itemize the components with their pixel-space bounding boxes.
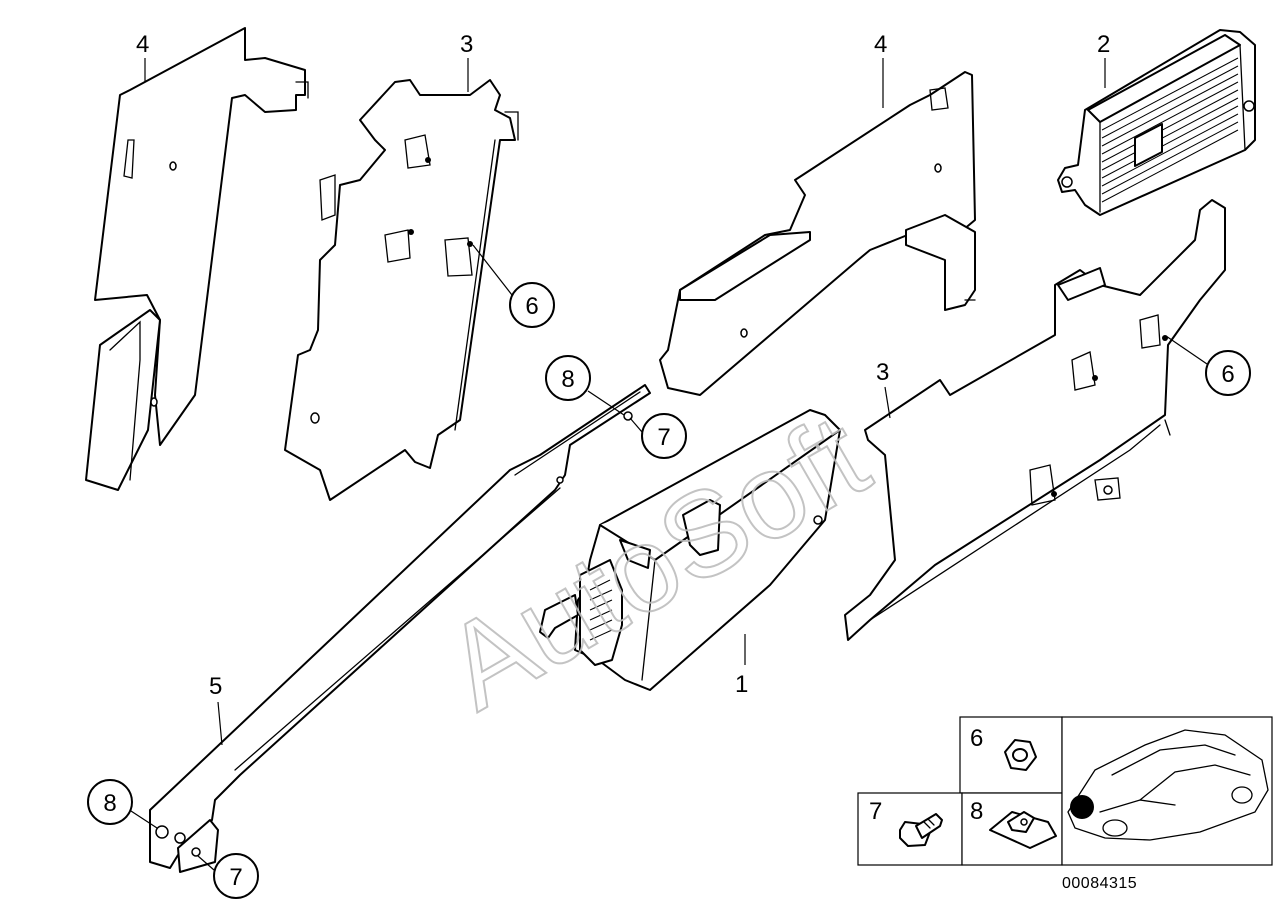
reference-number: 00084315 xyxy=(1062,875,1137,892)
callout-bracket-right: 3 xyxy=(876,359,889,386)
legend-nut-number: 6 xyxy=(970,725,983,752)
legend-screw-number: 7 xyxy=(869,798,882,825)
bracket-middle-part xyxy=(284,79,519,501)
bracket-top-right-part xyxy=(659,71,976,396)
vehicle-location-icon xyxy=(1067,729,1269,841)
callout-bracket-top-right: 4 xyxy=(874,31,887,58)
strut-part xyxy=(149,384,651,873)
control-unit-part xyxy=(539,409,841,691)
legend-table: 6 7 8 xyxy=(857,716,1273,866)
callout-circle-nut-left xyxy=(509,282,555,328)
callout-bracket-left: 4 xyxy=(136,31,149,58)
callout-circle-screw-top xyxy=(641,413,687,459)
legend-clip-number: 8 xyxy=(970,798,983,825)
hex-nut-icon xyxy=(1004,739,1037,771)
callout-screw-bottom: 7 xyxy=(229,864,242,891)
callout-circle-nut-right xyxy=(1205,350,1251,396)
callout-bracket-middle: 3 xyxy=(460,31,473,58)
screw-icon xyxy=(899,813,943,847)
callout-circle-screw-bottom xyxy=(213,853,259,899)
callout-nut-left: 6 xyxy=(525,293,538,320)
bracket-right-part xyxy=(844,199,1226,641)
callout-screw-top: 7 xyxy=(657,424,670,451)
callout-circle-clip-bottom xyxy=(87,779,133,825)
callout-strut: 5 xyxy=(209,673,222,700)
clip-nut-icon xyxy=(989,811,1057,849)
bracket-left-part xyxy=(85,27,309,491)
callout-circle-clip-top xyxy=(545,355,591,401)
callout-clip-bottom: 8 xyxy=(103,790,116,817)
callout-clip-top: 8 xyxy=(561,366,574,393)
module-small-part xyxy=(1057,29,1256,216)
callout-module-small: 2 xyxy=(1097,31,1110,58)
callout-nut-right: 6 xyxy=(1221,361,1234,388)
callout-control-unit: 1 xyxy=(735,671,748,698)
